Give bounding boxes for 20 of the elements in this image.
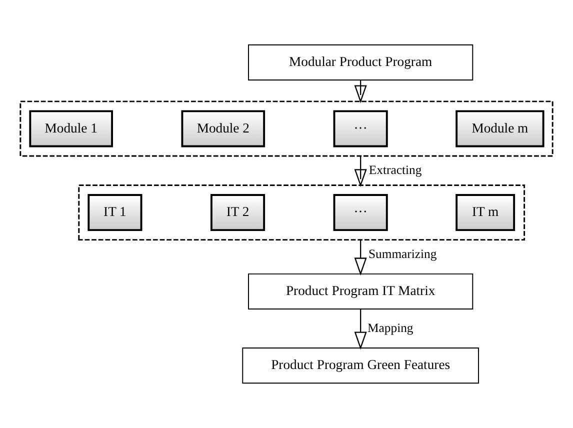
arrow	[354, 240, 367, 276]
node-box: Module m	[456, 110, 544, 148]
cluster	[78, 184, 526, 241]
node-box: IT m	[456, 194, 516, 232]
node-box: ···	[333, 194, 388, 232]
cluster	[20, 100, 554, 157]
node-box: Module 1	[29, 110, 114, 148]
node-box: Product Program Green Features	[242, 348, 479, 384]
node-box: Product Program IT Matrix	[248, 273, 474, 310]
arrow	[354, 80, 367, 104]
arrow	[354, 309, 367, 350]
node-box: IT 2	[210, 194, 266, 232]
edge-label: Summarizing	[368, 246, 437, 261]
node-box: Module 2	[181, 110, 266, 148]
node-box: Modular Product Program	[248, 44, 474, 80]
edge-label: Extracting	[368, 162, 422, 177]
arrow	[354, 156, 367, 188]
node-box: ···	[333, 110, 388, 148]
edge-label: Mapping	[368, 320, 414, 335]
node-box: IT 1	[88, 194, 142, 232]
